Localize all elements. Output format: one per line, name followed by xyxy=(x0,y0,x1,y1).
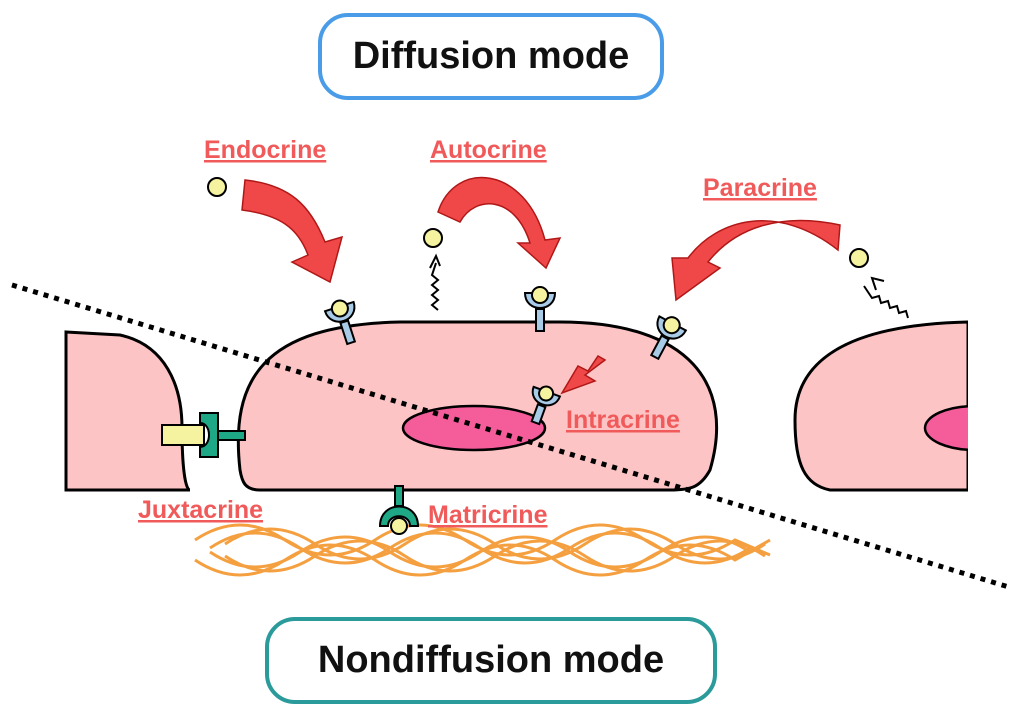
juxtacrine-label: Juxtacrine xyxy=(138,496,263,524)
juxtacrine-ligand-receptor-pair xyxy=(161,412,246,458)
endocrine-arrow xyxy=(241,179,344,284)
diffusion-mode-box: Diffusion mode xyxy=(318,13,664,100)
autocrine-secretion-squiggle xyxy=(429,253,441,311)
paracrine-arrow xyxy=(671,219,841,302)
intracrine-receptor xyxy=(530,385,562,426)
nondiffusion-mode-label: Nondiffusion mode xyxy=(317,639,665,681)
right-cell xyxy=(793,320,968,492)
autocrine-label: Autocrine xyxy=(430,136,547,164)
central-nucleus xyxy=(401,404,547,452)
right-nucleus xyxy=(923,404,968,452)
mode-divider-dotted-line xyxy=(11,282,1013,591)
nondiffusion-mode-box: Nondiffusion mode xyxy=(265,617,717,704)
endocrine-label: Endocrine xyxy=(204,136,326,164)
autocrine-receptor xyxy=(523,286,557,332)
diffusion-mode-label: Diffusion mode xyxy=(352,35,630,77)
paracrine-secretion-squiggle xyxy=(863,276,909,319)
matricrine-label: Matricrine xyxy=(428,501,548,529)
endocrine-receptor xyxy=(323,299,357,346)
endocrine-ligand xyxy=(207,177,227,197)
paracrine-label: Paracrine xyxy=(703,174,817,202)
autocrine-ligand xyxy=(423,228,443,248)
extracellular-matrix-fibers xyxy=(194,523,771,577)
matricrine-receptor xyxy=(378,485,420,535)
paracrine-receptor xyxy=(649,315,688,361)
paracrine-ligand xyxy=(849,248,869,268)
autocrine-arrow xyxy=(437,177,562,270)
left-cell xyxy=(64,330,191,492)
intracrine-label: Intracrine xyxy=(566,406,680,434)
intracrine-arrow xyxy=(560,355,607,395)
